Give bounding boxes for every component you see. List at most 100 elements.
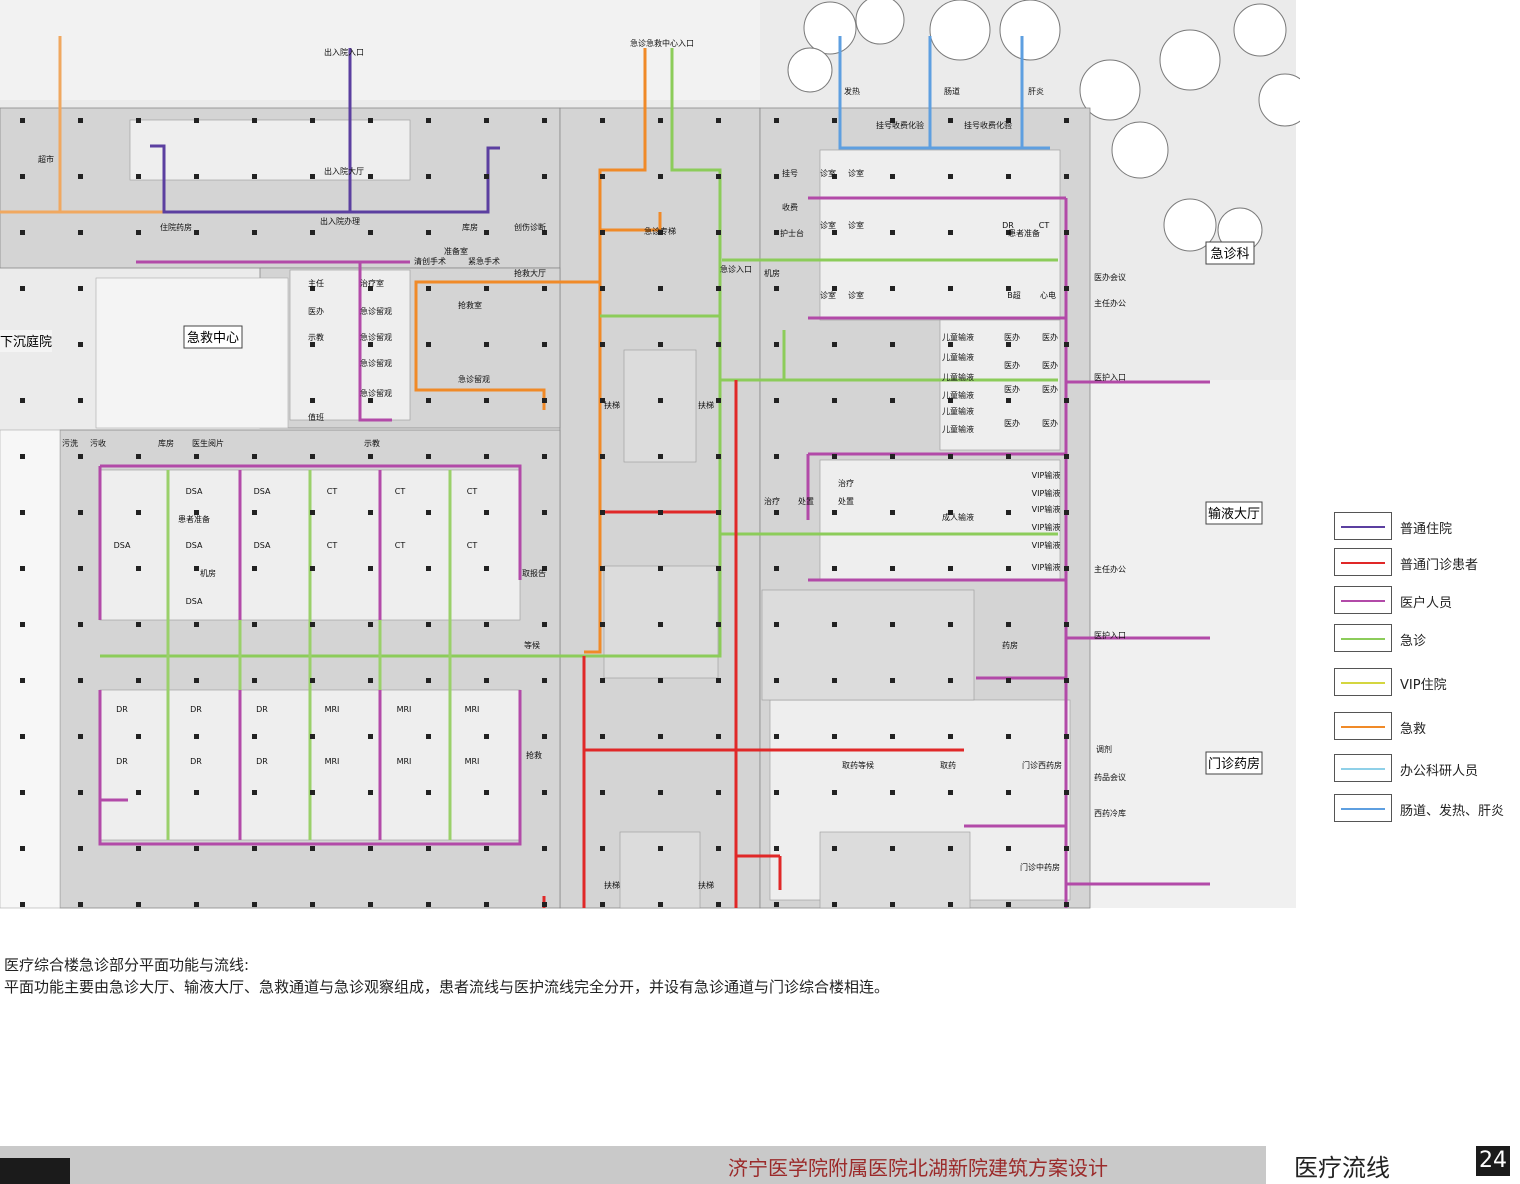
room-label: 患者准备 (178, 514, 210, 524)
room-label: CT (395, 487, 406, 496)
room-label: 挂号收费化验 (876, 120, 924, 130)
room-label: 患者准备 (1008, 228, 1040, 238)
room-label: 药房 (1002, 640, 1018, 650)
room-label: 医办 (1004, 418, 1020, 428)
room-label: 抢救大厅 (514, 268, 546, 278)
tree-cluster (787, 0, 1300, 253)
room-label: VIP输液 (1032, 470, 1061, 480)
room-label: 急诊留观 (360, 358, 392, 368)
room-label: 主任办公 (1094, 564, 1126, 574)
legend-label: 普通门诊患者 (1400, 558, 1479, 573)
room-label: 库房 (158, 438, 174, 448)
room-label: 肝炎 (1028, 87, 1044, 96)
legend-item: 普通住院 (1334, 512, 1514, 542)
room-label: DR (1002, 221, 1014, 230)
room-label: DR (116, 757, 128, 766)
room-label: 医办 (308, 306, 324, 316)
room-label: CT (467, 541, 478, 550)
room-label: DSA (186, 487, 203, 496)
svg-text:急救中心: 急救中心 (187, 330, 239, 346)
room-label: 扶梯 (604, 880, 620, 890)
room-label: 门诊西药房 (1022, 760, 1062, 770)
room-label: DSA (254, 487, 271, 496)
legend-label: 普通住院 (1400, 522, 1453, 537)
footer-title: 济宁医学院附属医院北湖新院建筑方案设计 (728, 1156, 1108, 1180)
room-label: 主任 (308, 278, 324, 288)
room-label: 儿童输液 (942, 390, 974, 400)
legend-swatch (1334, 624, 1392, 652)
room-label: 医办会议 (1094, 272, 1126, 282)
svg-text:门诊药房: 门诊药房 (1208, 756, 1260, 772)
legend-item: 急诊 (1334, 624, 1514, 654)
room-label: 创伤诊断 (514, 222, 546, 232)
room-label: 急诊入口 (720, 264, 752, 274)
legend-item: 普通门诊患者 (1334, 548, 1514, 578)
room-label: DSA (186, 541, 203, 550)
room-label: CT (467, 487, 478, 496)
room-label: 儿童输液 (942, 406, 974, 416)
legend-swatch (1334, 668, 1392, 696)
room-label: 机房 (764, 268, 780, 278)
callout-outpatient-pharmacy: 门诊药房 (1205, 751, 1263, 775)
room-label: 发热 (844, 86, 860, 96)
room-label: CT (395, 541, 406, 550)
room-label: DR (256, 705, 268, 714)
callout-emergency-center: 急救中心 (183, 325, 243, 349)
room-label: 医办 (1004, 332, 1020, 342)
room-label: 扶梯 (698, 880, 714, 890)
legend-swatch (1334, 512, 1392, 540)
room-label: 儿童输液 (942, 332, 974, 342)
room-label: 超市 (38, 154, 54, 164)
room-label: 急诊留观 (360, 332, 392, 342)
room-label: VIP输液 (1032, 504, 1061, 514)
room-label: 出入院入口 (324, 47, 364, 57)
room-label: 值班 (308, 412, 324, 422)
room-label: 急诊留观 (360, 306, 392, 316)
room-label: 儿童输液 (942, 352, 974, 362)
room-label: 急诊急救中心入口 (630, 38, 694, 48)
room-label: 治疗 (764, 496, 780, 506)
legend-swatch (1334, 586, 1392, 614)
room-label: 诊室 (848, 220, 864, 230)
room-label: 儿童输液 (942, 424, 974, 434)
room-label: 医办 (1004, 384, 1020, 394)
room-label: VIP输液 (1032, 522, 1061, 532)
legend-swatch (1334, 754, 1392, 782)
legend-label: 急救 (1400, 722, 1427, 737)
room-label: 医办 (1042, 418, 1058, 428)
room-label: 紧急手术 (468, 256, 500, 266)
room-label: 医办 (1004, 360, 1020, 370)
room-label: B超 (1007, 290, 1021, 300)
legend-swatch (1334, 712, 1392, 740)
room-label: VIP输液 (1032, 540, 1061, 550)
room-label: 医办 (1042, 360, 1058, 370)
room-label: 机房 (200, 568, 216, 578)
room-label: 处置 (798, 496, 814, 506)
room-label: MRI (465, 705, 480, 714)
legend-item: VIP住院 (1334, 668, 1514, 698)
room-label: 抢救 (526, 750, 542, 760)
floor-plan: 急救中心 下沉庭院 急诊科 输液大厅 门诊药房 出入院入口急诊急救中心入口发热肠… (0, 0, 1300, 909)
room-label: DSA (186, 597, 203, 606)
room-label: 抢救室 (458, 300, 482, 310)
room-label: 挂号收费化验 (964, 120, 1012, 130)
room-label: 心电 (1040, 290, 1056, 300)
room-label: 住院药房 (160, 222, 192, 232)
legend-item: 肠道、发热、肝炎 (1334, 794, 1514, 824)
legend-label: 急诊 (1400, 634, 1427, 649)
svg-text:急诊科: 急诊科 (1210, 247, 1249, 262)
room-label: 收费 (782, 202, 798, 212)
room-label: DR (116, 705, 128, 714)
room-label: 库房 (462, 222, 478, 232)
svg-text:下沉庭院: 下沉庭院 (0, 334, 52, 350)
room-label: 儿童输液 (942, 372, 974, 382)
room-label: DR (190, 705, 202, 714)
room-label: MRI (325, 705, 340, 714)
room-label: 诊室 (820, 220, 836, 230)
room-label: 扶梯 (604, 400, 620, 410)
svg-text:输液大厅: 输液大厅 (1208, 506, 1260, 522)
room-label: 急诊留观 (360, 388, 392, 398)
room-label: 医护入口 (1094, 372, 1126, 382)
footer-block (0, 1158, 70, 1184)
room-label: CT (327, 541, 338, 550)
